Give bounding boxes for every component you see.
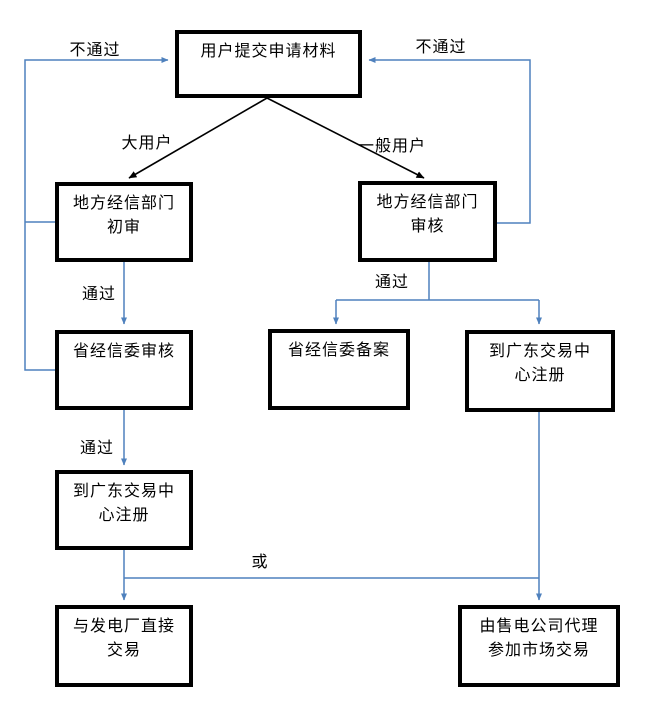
node-provincial-commission-filing: 省经信委备案 — [268, 329, 410, 410]
node-local-dept-review-line2: 审核 — [410, 218, 445, 235]
node-direct-trade-power-plant-line2: 交易 — [106, 642, 141, 659]
connector-reject-right — [368, 57, 531, 224]
label-pass-upper-left: 通过 — [81, 286, 117, 303]
node-register-trading-center-left-line1: 到广东交易中 — [72, 483, 175, 500]
label-reject-right: 不通过 — [415, 39, 467, 56]
label-or: 或 — [251, 554, 269, 571]
node-submit-application-label: 用户提交申请材料 — [200, 43, 337, 60]
node-agent-trade-retail-company: 由售电公司代理 参加市场交易 — [458, 605, 620, 687]
node-register-trading-center-right-line2: 心注册 — [514, 367, 566, 384]
node-provincial-commission-review-label: 省经信委审核 — [72, 343, 175, 360]
node-submit-application: 用户提交申请材料 — [175, 30, 362, 98]
node-local-dept-preliminary-review: 地方经信部门 初审 — [55, 182, 193, 262]
node-agent-trade-retail-company-line2: 参加市场交易 — [487, 642, 590, 659]
node-local-dept-review-line1: 地方经信部门 — [376, 194, 479, 211]
node-register-trading-center-right: 到广东交易中 心注册 — [465, 330, 615, 412]
node-local-dept-preliminary-review-line2: 初审 — [106, 219, 141, 236]
connector-branch-large-user — [128, 97, 268, 179]
node-provincial-commission-filing-label: 省经信委备案 — [287, 342, 390, 359]
label-general-user: 一般用户 — [357, 138, 427, 155]
connector-pass-right-trunk — [336, 262, 539, 301]
node-local-dept-preliminary-review-line1: 地方经信部门 — [72, 195, 175, 212]
node-direct-trade-power-plant: 与发电厂直接 交易 — [55, 605, 193, 687]
node-register-trading-center-left-line2: 心注册 — [98, 507, 150, 524]
label-large-user: 大用户 — [121, 135, 173, 152]
node-register-trading-center-right-line1: 到广东交易中 — [488, 343, 591, 360]
connector-branch-general-user — [266, 97, 425, 179]
node-agent-trade-retail-company-line1: 由售电公司代理 — [479, 618, 599, 635]
label-reject-left: 不通过 — [69, 42, 121, 59]
node-register-trading-center-left: 到广东交易中 心注册 — [55, 470, 193, 550]
node-provincial-commission-review: 省经信委审核 — [55, 330, 193, 410]
label-pass-right: 通过 — [374, 274, 410, 291]
label-pass-lower-left: 通过 — [79, 440, 115, 457]
node-local-dept-review: 地方经信部门 审核 — [358, 181, 497, 262]
node-direct-trade-power-plant-line1: 与发电厂直接 — [72, 618, 175, 635]
connector-reject-left — [24, 57, 169, 371]
